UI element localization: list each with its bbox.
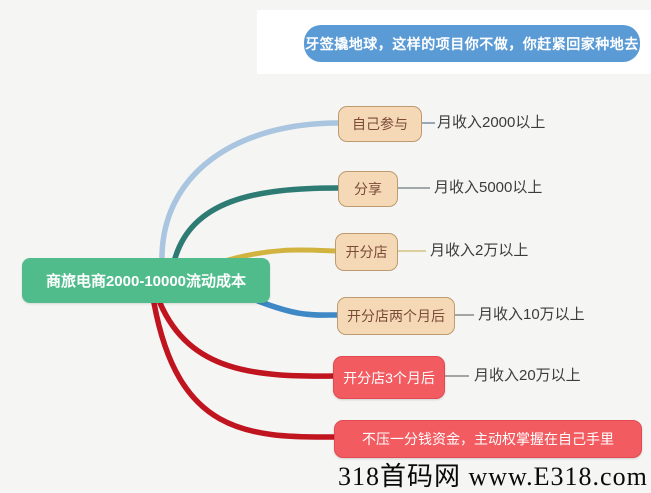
header-banner: 牙签撬地球，这样的项目你不做，你赶紧回家种地去 [304,25,640,62]
branch-node-label: 开分店 [345,244,388,260]
root-node-label: 商旅电商2000-10000流动成本 [45,273,247,290]
branch-node-self-join: 自己参与 [338,106,422,142]
result-label-self-join: 月收入2000以上 [437,114,546,131]
branch-node-label: 自己参与 [352,116,408,132]
branch-curve-open-shop [225,247,339,263]
watermark-text: 318首码网 www.E318.com [338,462,648,491]
branch-node-label: 分享 [354,181,382,197]
branch-node-label: 开分店3个月后 [343,369,435,386]
branch-curve-no-capital [151,300,338,440]
root-node: 商旅电商2000-10000流动成本 [22,258,270,303]
branch-node-label: 开分店两个月后 [347,308,445,324]
result-label-two-months: 月收入10万以上 [478,306,585,323]
branch-node-label: 不压一分钱资金，主动权掌握在自己手里 [362,431,614,447]
branch-curve-two-months [255,298,341,318]
branch-curve-self-join [159,120,341,265]
branch-node-no-capital: 不压一分钱资金，主动权掌握在自己手里 [334,420,642,458]
result-label-open-shop: 月收入2万以上 [430,242,529,259]
branch-node-open-shop: 开分店 [335,233,398,271]
result-label-share: 月收入5000以上 [434,179,543,196]
header-banner-text: 牙签撬地球，这样的项目你不做，你赶紧回家种地去 [305,35,639,52]
branch-node-three-months: 开分店3个月后 [333,356,445,399]
branch-curve-three-months [157,300,337,379]
branch-curve-share [171,185,341,265]
branch-node-two-months: 开分店两个月后 [337,297,455,335]
branch-node-share: 分享 [338,171,398,207]
result-label-three-months: 月收入20万以上 [474,367,581,384]
